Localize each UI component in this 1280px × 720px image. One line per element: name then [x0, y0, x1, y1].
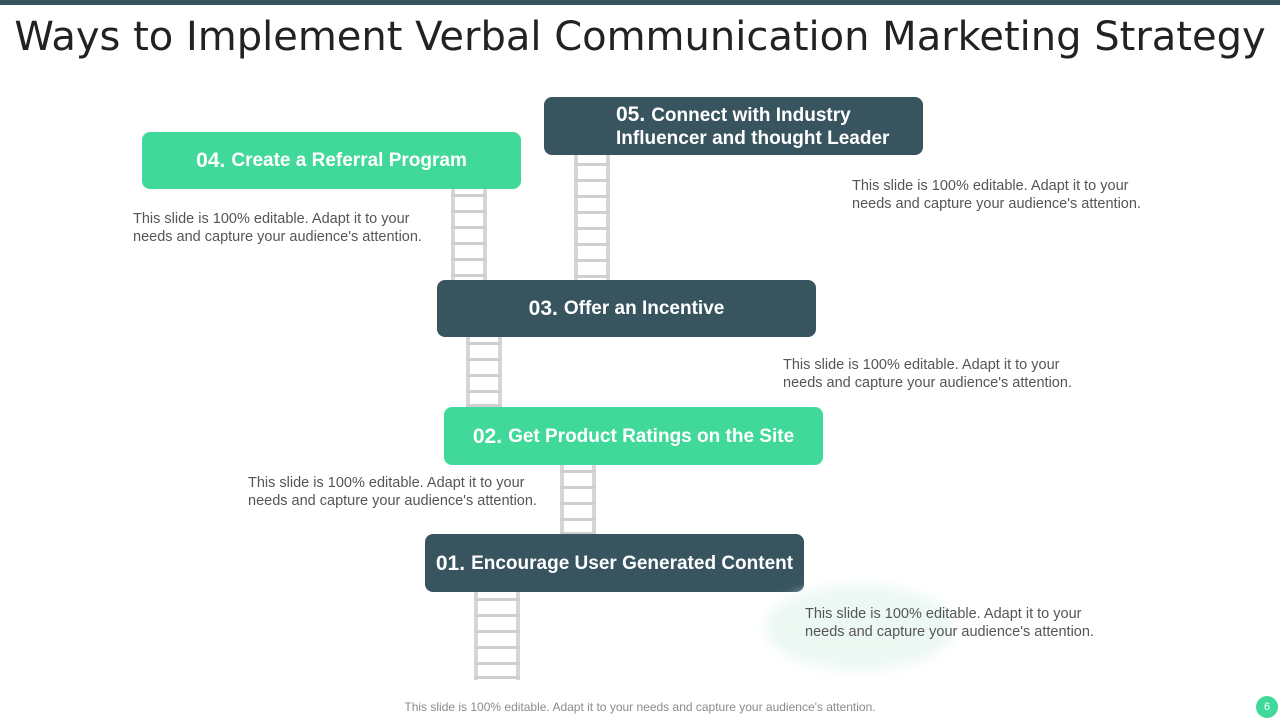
step-01-label: Encourage User Generated Content — [471, 552, 794, 574]
ladder-icon — [556, 464, 600, 536]
step-03-number: 03. — [528, 297, 558, 320]
step-02-box: 02.Get Product Ratings on the Site — [444, 407, 823, 465]
step-05-label-line1: Connect with Industry — [651, 104, 851, 126]
description-line: This slide is 100% editable. Adapt it to… — [805, 606, 1082, 622]
ladder-icon — [447, 188, 491, 280]
step-02-number: 02. — [472, 424, 503, 448]
step-03-description: This slide is 100% editable. Adapt it to… — [783, 356, 1083, 392]
description-line: needs and capture your audience's attent… — [852, 196, 1141, 212]
slide-title: Ways to Implement Verbal Communication M… — [14, 14, 1266, 60]
decorative-blob — [765, 585, 955, 670]
description-line: needs and capture your audience's attent… — [805, 624, 1094, 640]
step-05-line1: 05.Connect with Industry — [616, 103, 851, 127]
step-05-label-line2: Influencer and thought Leader — [616, 127, 890, 149]
step-05-number: 05. — [616, 102, 646, 126]
page-number-badge: 6 — [1256, 696, 1278, 718]
step-02-description: This slide is 100% editable. Adapt it to… — [248, 474, 548, 510]
description-line: needs and capture your audience's attent… — [248, 493, 537, 509]
step-03-label: Offer an Incentive — [563, 298, 725, 319]
ladder-icon — [570, 155, 614, 280]
description-line: This slide is 100% editable. Adapt it to… — [783, 357, 1060, 373]
step-01-box: 01.Encourage User Generated Content — [425, 534, 804, 592]
ladder-icon — [462, 336, 506, 408]
top-accent-bar — [0, 0, 1280, 5]
step-03-box: 03.Offer an Incentive — [437, 280, 816, 337]
step-01-description: This slide is 100% editable. Adapt it to… — [805, 605, 1105, 641]
step-04-description: This slide is 100% editable. Adapt it to… — [133, 210, 433, 246]
step-02-label: Get Product Ratings on the Site — [508, 425, 795, 447]
description-line: This slide is 100% editable. Adapt it to… — [852, 178, 1129, 194]
description-line: This slide is 100% editable. Adapt it to… — [133, 211, 410, 227]
step-05-description: This slide is 100% editable. Adapt it to… — [852, 177, 1152, 213]
step-04-box: 04.Create a Referral Program — [142, 132, 521, 189]
description-line: needs and capture your audience's attent… — [783, 375, 1072, 391]
description-line: needs and capture your audience's attent… — [133, 229, 422, 245]
step-01-number: 01. — [435, 551, 466, 575]
step-04-number: 04. — [196, 149, 226, 172]
step-04-label: Create a Referral Program — [231, 150, 467, 171]
ladder-icon — [470, 590, 524, 680]
step-05-box: 05.Connect with Industry Influencer and … — [544, 97, 923, 155]
footer-note: This slide is 100% editable. Adapt it to… — [404, 700, 876, 714]
description-line: This slide is 100% editable. Adapt it to… — [248, 475, 525, 491]
